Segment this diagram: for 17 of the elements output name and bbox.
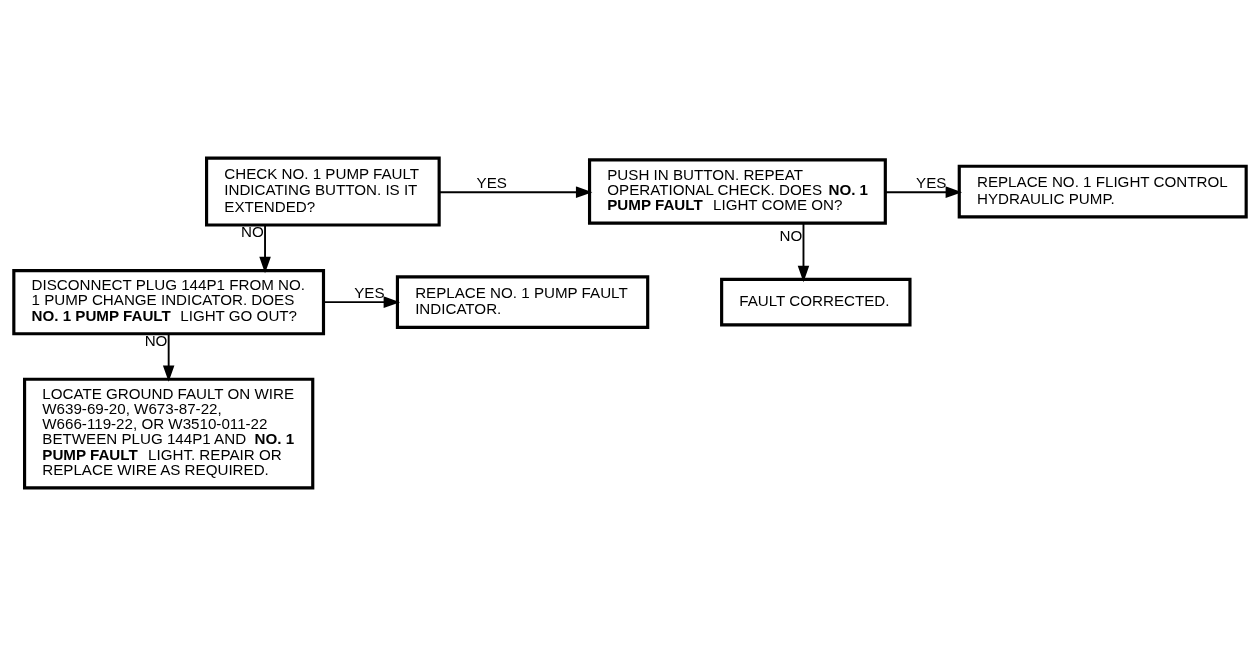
arrow [438,185,593,198]
node-box: CHECK NO. 1 PUMP FAULT INDICATING BUTTON. IS IT EXTENDED? [205,156,441,227]
node-box: REPLACE NO. 1 FLIGHT CONTROL HYDRAULIC PUMP. [957,164,1248,218]
node-box: PUSH IN BUTTON. REPEAT OPERATIONAL CHECK. DOES NO. 1 PUMP FAULT LIGHT COME ON? [587,157,887,225]
node-box: DISCONNECT PLUG 144P1 FROM NO. 1 PUMP CHANGE INDICATOR. DOES NO. 1 PUMP FAULT LIGHT GO OUT? [12,268,326,335]
node-box: FAULT CORRECTED. [720,277,912,326]
arrow [884,185,963,198]
arrow [797,222,810,282]
node-box: LOCATE GROUND FAULT ON WIRE W639-69-20, W673-87-22, W666-119-22, OR W3510-011-22 BETWEEN PLUG 144P1 AND NO. 1 PUMP FAULT LIGHT. REPAIR OR REPLACE WIRE AS REQUIRED. [23,377,315,489]
arrow [322,295,401,308]
arrow [162,332,175,382]
node-box: REPLACE NO. 1 PUMP FAULT INDICATOR. [395,274,650,329]
edge-label: NO [779,226,803,244]
arrow [259,223,271,273]
edge-label: YES [916,173,947,191]
edge-label: YES [354,283,385,301]
edge-label: YES [476,173,507,191]
